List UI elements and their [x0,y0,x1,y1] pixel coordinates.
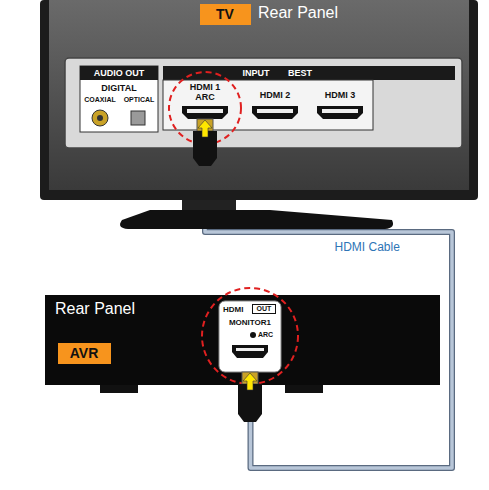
jack-label: COAXIAL [81,96,119,104]
coaxial-pin [97,115,103,121]
insert-arrow [198,120,212,137]
audio-out-header [80,66,158,80]
panel-title: Rear Panel [55,300,185,318]
port-label: HDMI 3 [315,90,365,100]
port-label: HDMI 2 [250,90,300,100]
section-label: AUDIO OUT [80,68,158,78]
hdmi-port-slot [322,109,358,113]
hdmi-out-box [219,301,281,372]
hdmi-port-node: HDMI 3 [315,84,366,120]
hdmi-port-slot [236,348,264,351]
tv-back [49,0,469,190]
input-area [163,80,373,130]
port-label: HDMI 1 ARC [183,82,227,103]
io-panel [65,58,462,148]
audio-out-box [80,66,158,132]
hdmi-port-node: HDMI 2 [250,84,301,120]
tv-stand-base [120,210,393,229]
hdmi-port-node: HDMI 1 ARC [178,80,232,120]
port-label: OUT [252,304,276,314]
avr-body [45,295,440,385]
hdmi-port [252,106,298,119]
hdmi-port [232,345,268,358]
section-label: DIGITAL [80,83,158,93]
insert-arrow [243,373,257,390]
arc-dot [250,332,256,338]
hdmi-port-slot [187,109,223,113]
coaxial-jack [92,110,108,126]
port-label: HDMI [223,305,251,314]
avr-label: AVR [58,343,111,364]
optical-jack [131,111,145,125]
cable-label: HDMI Cable [333,240,402,254]
avr-foot [285,385,323,393]
avr-rear: Rear PanelAVR HDMIOUT MONITOR1ARC [45,295,440,385]
hdmi-port [182,106,228,119]
avr-foot [100,385,138,393]
jack-label: OPTICAL [120,96,158,104]
port-label: MONITOR1 [219,318,281,327]
highlight-circle [169,72,241,144]
tv-label: TV [200,4,251,25]
highlight-circle [202,288,298,384]
hdmi-out-box: HDMIOUT MONITOR1ARC [219,301,282,372]
io-panel: INPUT BEST AUDIO OUT DIGITAL COAXIALOPTICAL H… [65,58,462,148]
audio-out-box: AUDIO OUT DIGITAL COAXIALOPTICAL [80,66,159,132]
header-label: BEST [280,68,320,78]
hdmi-port-slot [257,109,293,113]
device-label: TV [200,6,250,22]
tv-bezel [40,0,478,200]
header-label: INPUT [236,68,276,78]
tv-rear: Rear Panel TV INPUT BEST AUDIO OUT DIGITAL COA… [40,0,478,200]
hdmi-port [317,106,363,119]
port-label: ARC [258,331,278,339]
panel-title: Rear Panel [258,4,388,22]
device-label: AVR [58,345,110,361]
